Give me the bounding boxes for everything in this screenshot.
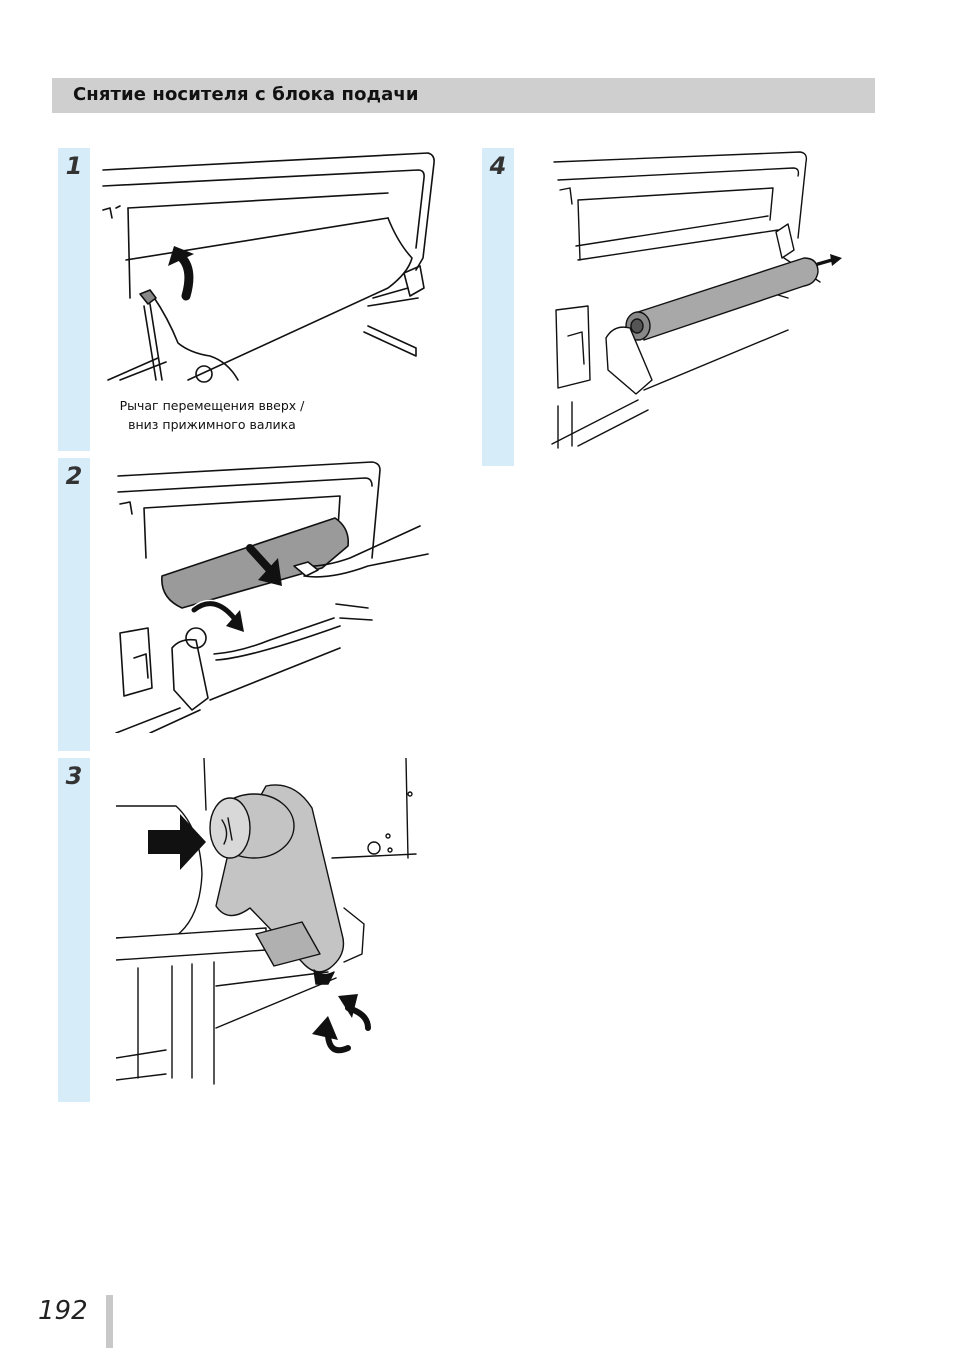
step-4-illustration xyxy=(551,151,842,449)
step-2-bar: 2 xyxy=(58,458,90,751)
page-edge-tab xyxy=(106,1295,113,1348)
step-2-number: 2 xyxy=(65,462,83,490)
step-1-number: 1 xyxy=(65,152,83,180)
step-3-illustration xyxy=(116,758,417,1085)
section-title: Снятие носителя с блока подачи xyxy=(73,84,419,105)
step-3-bar: 3 xyxy=(58,758,90,1102)
callout-line-2: вниз прижимного валика xyxy=(128,417,296,432)
step-2-illustration xyxy=(115,461,429,733)
step-1-callout: Рычаг перемещения вверх / вниз прижимног… xyxy=(117,396,307,434)
step-4-number: 4 xyxy=(489,152,507,180)
callout-line-1: Рычаг перемещения вверх / xyxy=(119,398,305,413)
step-1-illustration xyxy=(102,152,435,383)
page-number: 192 xyxy=(38,1296,88,1326)
step-3-number: 3 xyxy=(65,762,83,790)
section-header: Снятие носителя с блока подачи xyxy=(52,78,875,113)
step-4-bar: 4 xyxy=(482,148,514,466)
step-1-bar: 1 xyxy=(58,148,90,451)
